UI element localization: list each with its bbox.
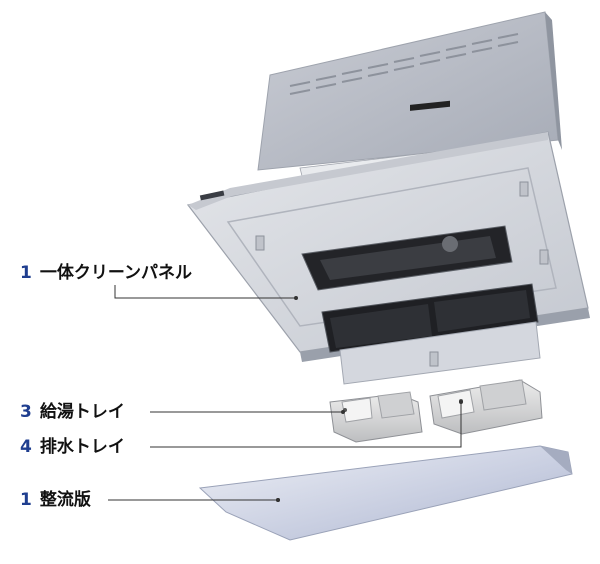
callout-number: 4 <box>20 437 32 457</box>
callout-number: 1 <box>20 263 32 283</box>
callout-text: 一体クリーンパネル <box>40 263 192 283</box>
baffle-plate <box>200 446 572 540</box>
callout-drain-tray: 4 排水トレイ <box>20 437 125 457</box>
hot-water-tray <box>330 392 422 442</box>
callout-clean-panel: 1 一体クリーンパネル <box>20 263 192 283</box>
drain-tray <box>430 380 542 434</box>
callout-text: 給湯トレイ <box>40 402 125 422</box>
callout-number: 3 <box>20 402 32 422</box>
callout-hot-water-tray: 3 給湯トレイ <box>20 402 125 422</box>
callout-baffle-plate: 1 整流版 <box>20 490 91 510</box>
callout-number: 1 <box>20 490 32 510</box>
callout-text: 整流版 <box>40 490 91 510</box>
callout-text: 排水トレイ <box>40 437 125 457</box>
